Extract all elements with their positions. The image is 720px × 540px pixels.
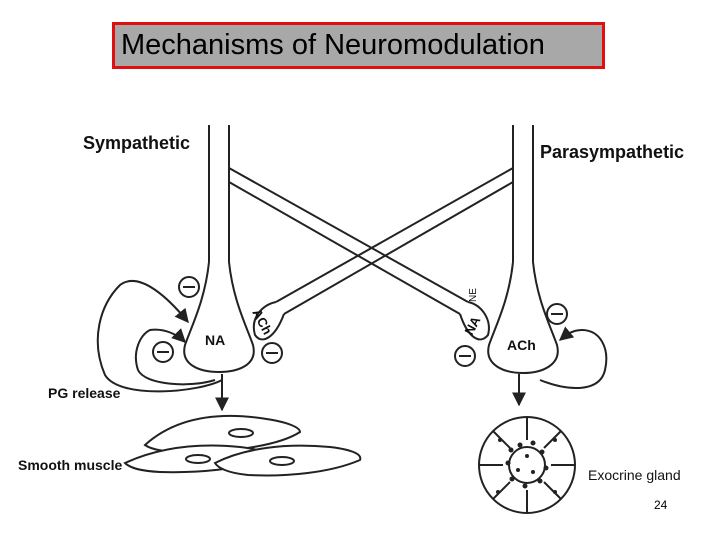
inhibition-circle-sym-top bbox=[178, 276, 200, 298]
cross-fiber-na bbox=[228, 167, 469, 315]
parasympathetic-terminal-label: ACh bbox=[507, 337, 536, 353]
feedback-loop-inner bbox=[134, 328, 216, 386]
page-number: 24 bbox=[654, 498, 668, 512]
pg-release-label: PG release bbox=[48, 385, 121, 401]
parasympathetic-fiber bbox=[512, 125, 534, 262]
sympathetic-terminal-label: NA bbox=[205, 332, 225, 348]
exocrine-gland bbox=[478, 416, 576, 514]
slide-title: Mechanisms of Neuromodulation bbox=[112, 22, 605, 69]
sympathetic-fiber bbox=[208, 125, 230, 262]
secretory-granules bbox=[496, 438, 557, 494]
feedback-loop-para bbox=[539, 326, 608, 389]
feedback-loop-outer bbox=[96, 279, 223, 393]
cross-terminal-na bbox=[459, 301, 490, 341]
ne-label: NE bbox=[468, 288, 479, 302]
smooth-muscle-cells bbox=[123, 414, 362, 477]
parasympathetic-terminal bbox=[487, 261, 559, 375]
cross-fiber-ach bbox=[275, 167, 514, 315]
cross-terminal-ach bbox=[252, 301, 285, 341]
inhibition-circle-sym-left bbox=[152, 341, 174, 363]
inhibition-circle-para-right bbox=[546, 303, 568, 325]
smooth-muscle-label: Smooth muscle bbox=[18, 457, 122, 473]
slide-title-text: Mechanisms of Neuromodulation bbox=[121, 29, 545, 61]
parasympathetic-label: Parasympathetic bbox=[540, 142, 684, 162]
inhibition-circle-para-left bbox=[454, 345, 476, 367]
exocrine-gland-label: Exocrine gland bbox=[588, 467, 681, 483]
inhibition-circle-sym-right bbox=[261, 342, 283, 364]
sympathetic-label: Sympathetic bbox=[83, 133, 190, 153]
sympathetic-terminal bbox=[183, 261, 255, 374]
